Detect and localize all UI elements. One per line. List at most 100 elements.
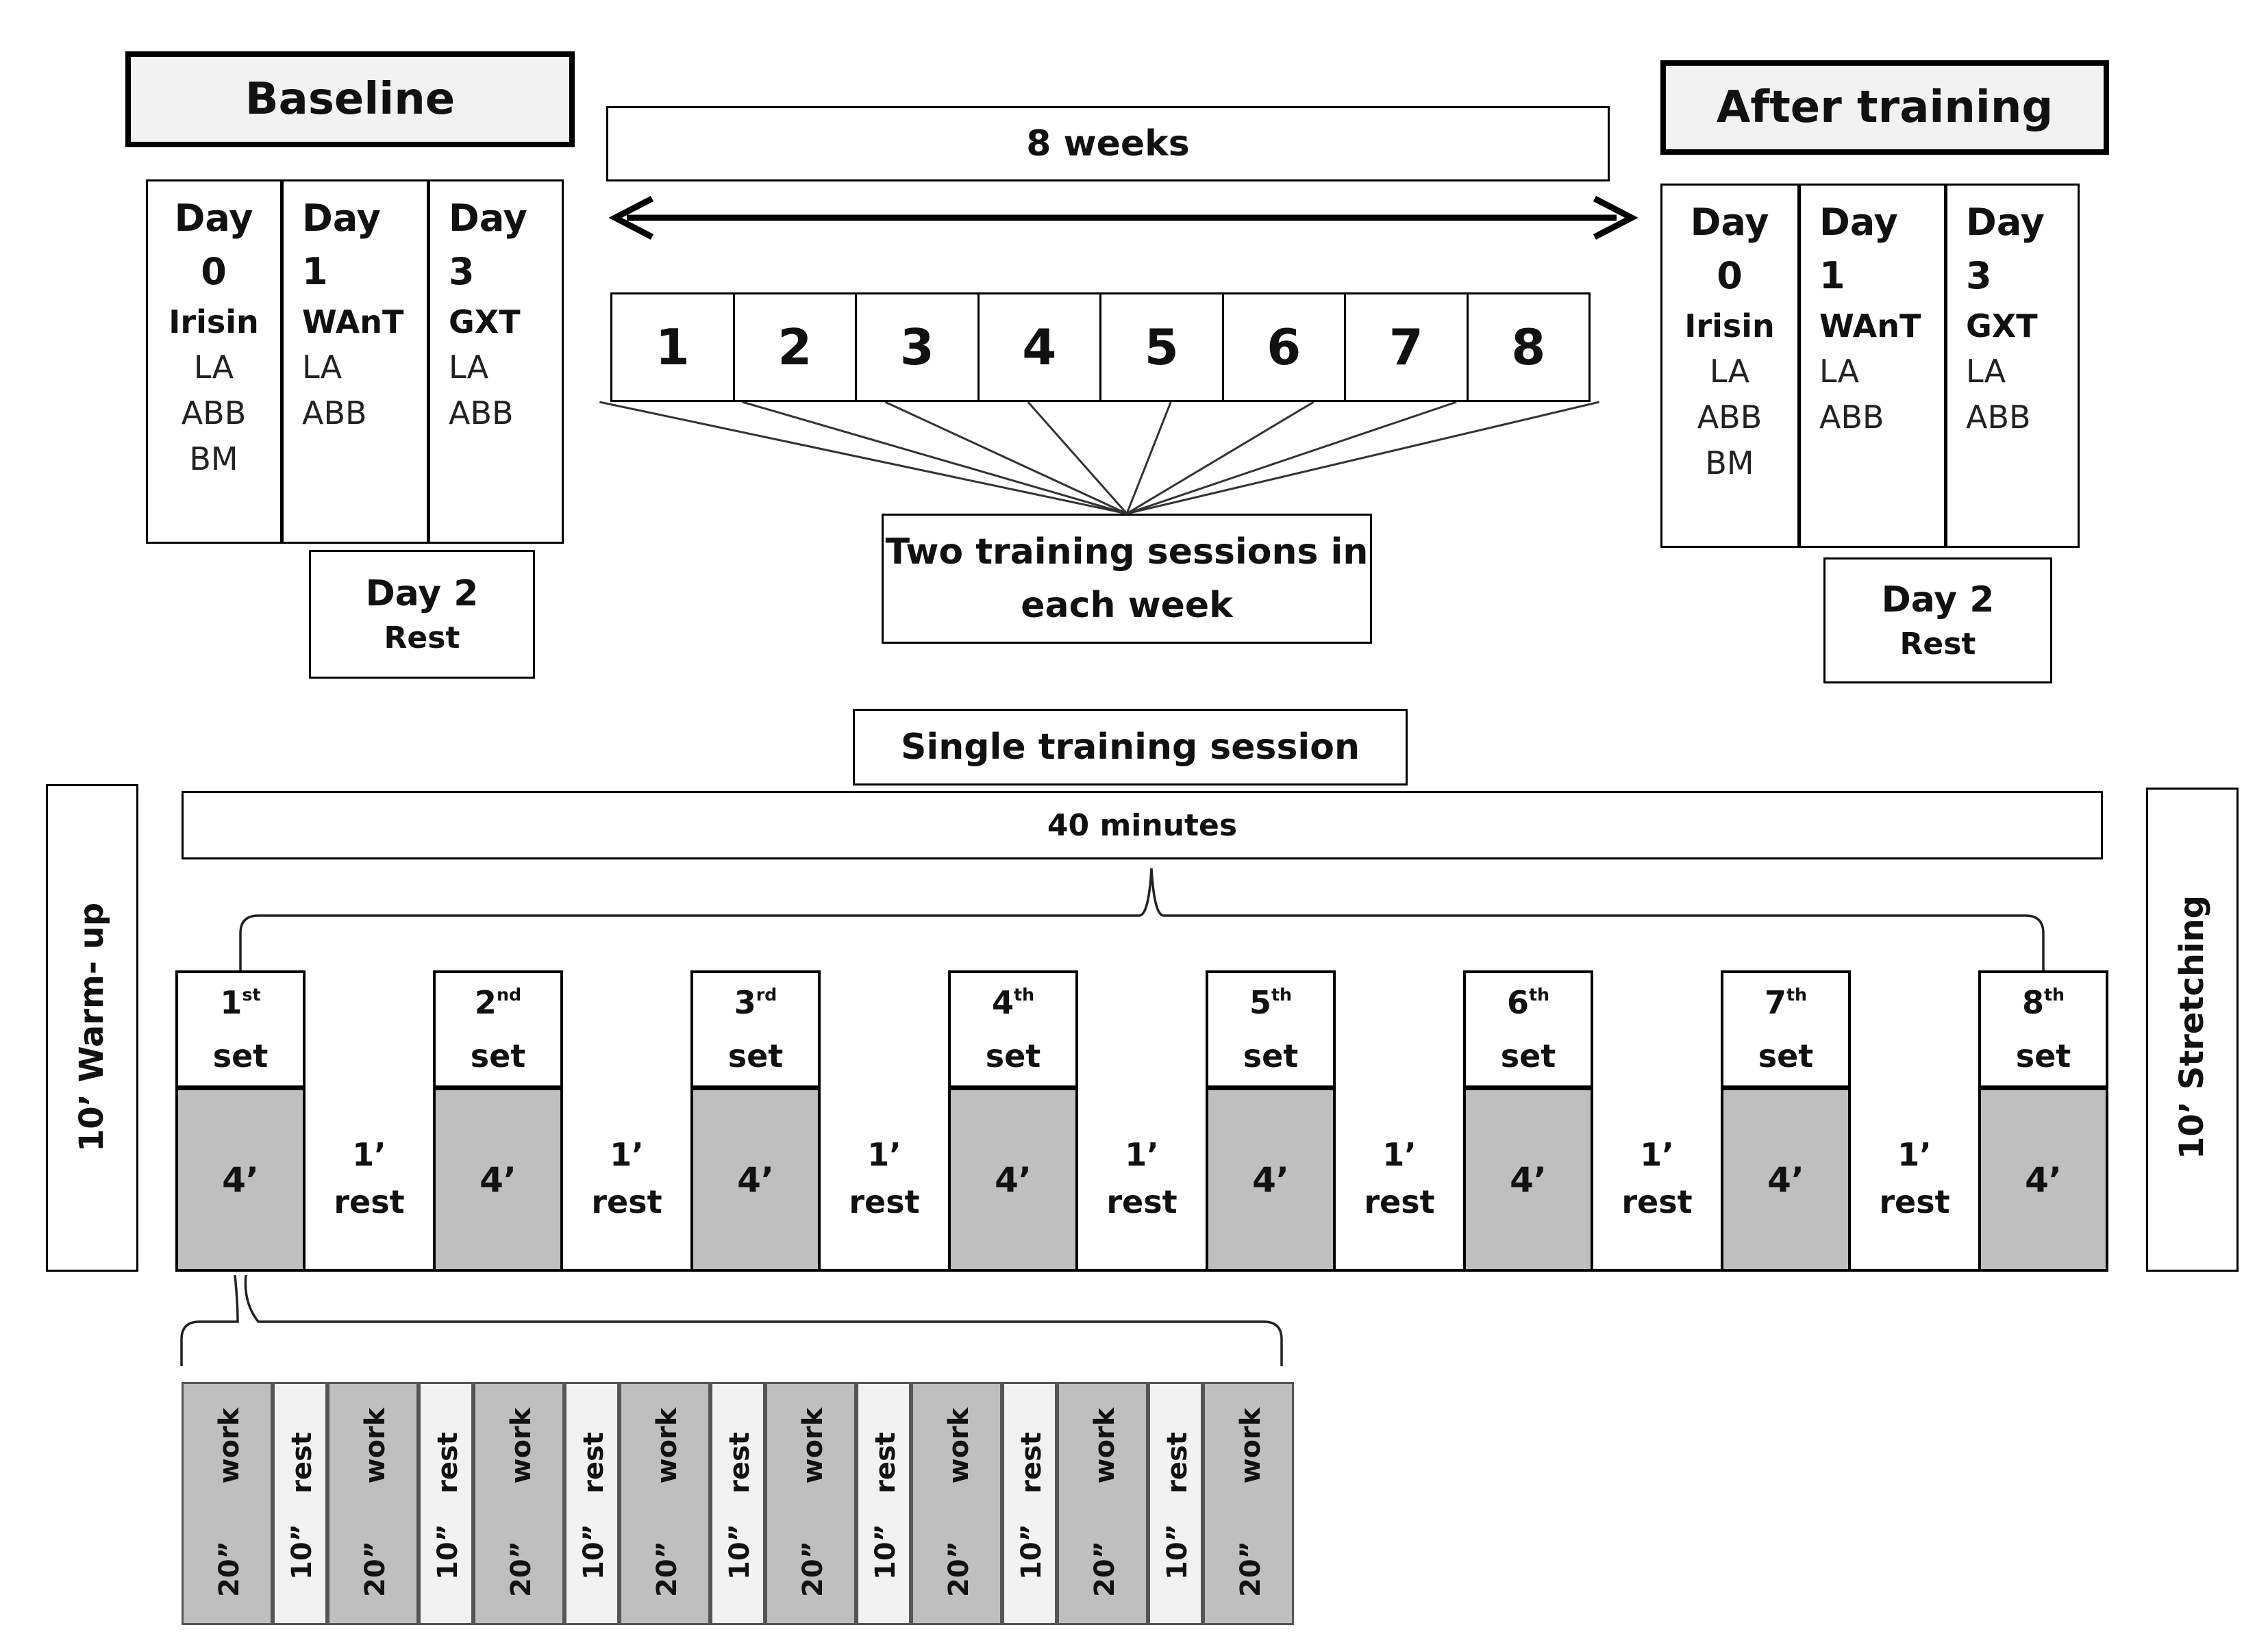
week-box: 3 bbox=[855, 292, 980, 402]
interval-rest-type: rest bbox=[724, 1432, 756, 1494]
after-column-divider bbox=[1797, 184, 1801, 548]
week-connector-line bbox=[599, 401, 1127, 515]
interval-work-type: work bbox=[943, 1407, 975, 1484]
week-box: 8 bbox=[1466, 292, 1591, 402]
interval-work-type: work bbox=[797, 1407, 829, 1484]
baseline-day-test: Irisin bbox=[169, 303, 259, 340]
set-word: set bbox=[727, 1038, 784, 1074]
set-work-block: 4’ bbox=[1463, 1088, 1593, 1272]
set-word: set bbox=[2015, 1038, 2071, 1074]
set-work-block: 4’ bbox=[175, 1088, 306, 1272]
set-rest-duration: 1’ bbox=[1897, 1136, 1932, 1173]
interval-rest-type: rest bbox=[578, 1432, 610, 1494]
baseline-day-word: Day bbox=[449, 197, 527, 240]
set-number: 1st bbox=[220, 983, 261, 1021]
set-number: 6th bbox=[1506, 983, 1550, 1021]
set-rest-duration: 1’ bbox=[1640, 1136, 1674, 1173]
baseline-measure-item: LA bbox=[302, 349, 342, 386]
weeks-label-box: 8 weeks bbox=[606, 106, 1610, 181]
week-connector-line bbox=[1126, 401, 1457, 515]
week-box: 4 bbox=[977, 292, 1101, 402]
interval-work-duration: 20” bbox=[1088, 1541, 1121, 1597]
set-rest-word: rest bbox=[1879, 1183, 1950, 1220]
set-word: set bbox=[1758, 1038, 1814, 1074]
interval-work-block: work 20” bbox=[182, 1382, 273, 1625]
set-number-suffix: th bbox=[1528, 984, 1550, 1005]
baseline-day-word: Day bbox=[302, 197, 381, 240]
after-day-table bbox=[1660, 184, 2080, 548]
baseline-day-number: 1 bbox=[302, 250, 328, 294]
baseline-measure-item: LA bbox=[193, 349, 234, 386]
set-number-suffix: th bbox=[1786, 984, 1808, 1005]
baseline-measure-item: ABB bbox=[302, 394, 367, 431]
interval-work-type: work bbox=[359, 1407, 391, 1484]
baseline-column-divider bbox=[427, 179, 430, 544]
sessions-line-1: Two training sessions in bbox=[885, 531, 1369, 573]
set-rest-word: rest bbox=[1364, 1183, 1435, 1220]
set-rest-duration: 1’ bbox=[352, 1136, 386, 1173]
interval-rest-duration: 10” bbox=[1016, 1524, 1047, 1580]
baseline-day-test: GXT bbox=[449, 303, 521, 340]
interval-rest-duration: 10” bbox=[1162, 1524, 1193, 1580]
set-work-block: 4’ bbox=[690, 1088, 821, 1272]
after-column-divider bbox=[1944, 184, 1947, 548]
week-box: 1 bbox=[610, 292, 735, 402]
after-day-number: 3 bbox=[1966, 254, 1992, 298]
set-work-block: 4’ bbox=[433, 1088, 563, 1272]
baseline-measure-item: LA bbox=[449, 349, 489, 386]
baseline-day-number: 3 bbox=[449, 250, 475, 294]
after-measure-item: LA bbox=[1966, 353, 2006, 390]
set-number: 5th bbox=[1249, 983, 1293, 1021]
interval-work-duration: 20” bbox=[651, 1541, 683, 1597]
after-day-test: GXT bbox=[1966, 307, 2038, 344]
interval-work-duration: 20” bbox=[213, 1541, 245, 1597]
after-training-title: After training bbox=[1660, 60, 2109, 155]
interval-work-duration: 20” bbox=[1234, 1541, 1267, 1597]
set-rest-word: rest bbox=[1106, 1183, 1177, 1220]
after-rest-day-title: Day 2 bbox=[1881, 579, 1995, 621]
after-measure-item: ABB bbox=[1819, 398, 1884, 436]
interval-work-type: work bbox=[1234, 1407, 1267, 1484]
interval-rest-duration: 10” bbox=[286, 1524, 318, 1580]
after-measure-item: BM bbox=[1705, 444, 1754, 481]
set-word: set bbox=[212, 1038, 269, 1074]
interval-work-type: work bbox=[213, 1407, 245, 1484]
after-day-word: Day bbox=[1966, 201, 2045, 244]
interval-work-duration: 20” bbox=[797, 1541, 829, 1597]
set-work-block: 4’ bbox=[1206, 1088, 1336, 1272]
set-number-suffix: th bbox=[2043, 984, 2065, 1005]
week-connector-line bbox=[1125, 401, 1172, 514]
interval-work-block: work 20” bbox=[765, 1382, 856, 1625]
baseline-column-divider bbox=[280, 179, 284, 544]
after-measure-item: ABB bbox=[1966, 398, 2031, 436]
weeks-arrow-left-head bbox=[608, 196, 654, 240]
baseline-title: Baseline bbox=[125, 51, 575, 147]
set-number: 8th bbox=[2021, 983, 2065, 1021]
after-day-number: 1 bbox=[1819, 254, 1845, 298]
set-work-block: 4’ bbox=[1978, 1088, 2108, 1272]
interval-rest-duration: 10” bbox=[724, 1524, 756, 1580]
interval-rest-duration: 10” bbox=[578, 1524, 610, 1580]
set-rest-duration: 1’ bbox=[1125, 1136, 1159, 1173]
set-number-suffix: st bbox=[242, 984, 261, 1005]
baseline-measure-item: ABB bbox=[181, 394, 247, 431]
week-box: 5 bbox=[1099, 292, 1224, 402]
set-header: 1st set bbox=[175, 970, 306, 1088]
set-number: 7th bbox=[1764, 983, 1808, 1021]
set-rest-word: rest bbox=[334, 1183, 405, 1220]
